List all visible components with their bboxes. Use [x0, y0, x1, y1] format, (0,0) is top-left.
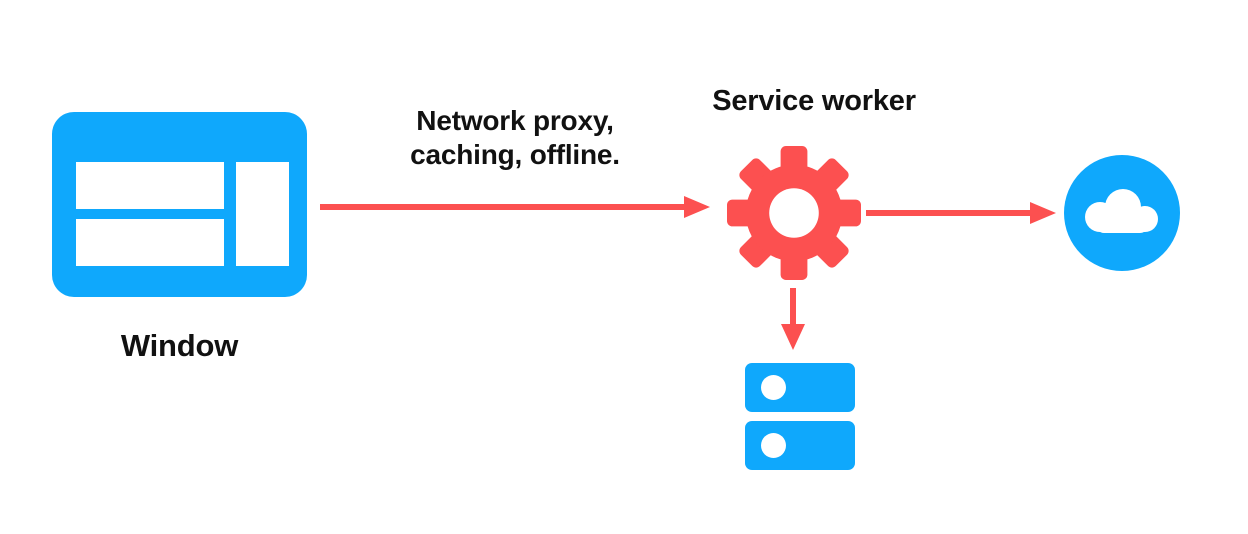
database-indicator-dot — [761, 433, 786, 458]
cloud-icon — [1064, 155, 1180, 271]
arrow-window-to-service-worker — [320, 196, 710, 218]
database-icon — [745, 363, 855, 470]
arrow-shaft — [866, 210, 1032, 216]
arrow-service-worker-to-network — [866, 202, 1056, 224]
database-bar-top — [745, 363, 855, 412]
database-indicator-dot — [761, 375, 786, 400]
window-label: Window — [120, 328, 239, 363]
service-worker-label: Service worker — [712, 85, 916, 117]
arrow-service-worker-to-storage — [781, 288, 805, 350]
arrow-head — [1030, 202, 1056, 224]
arrow-shaft — [320, 204, 686, 210]
arrow-head — [684, 196, 710, 218]
window-pane-top-left — [76, 162, 224, 209]
network-proxy-label: Network proxy, caching, offline. — [410, 105, 620, 171]
arrow-head — [781, 324, 805, 350]
database-bar-bottom — [745, 421, 855, 470]
window-pane-right — [236, 162, 289, 266]
gear-icon — [727, 146, 861, 280]
arrow-shaft — [790, 288, 796, 328]
browser-window-icon — [52, 112, 307, 297]
window-pane-bottom-left — [76, 219, 224, 266]
